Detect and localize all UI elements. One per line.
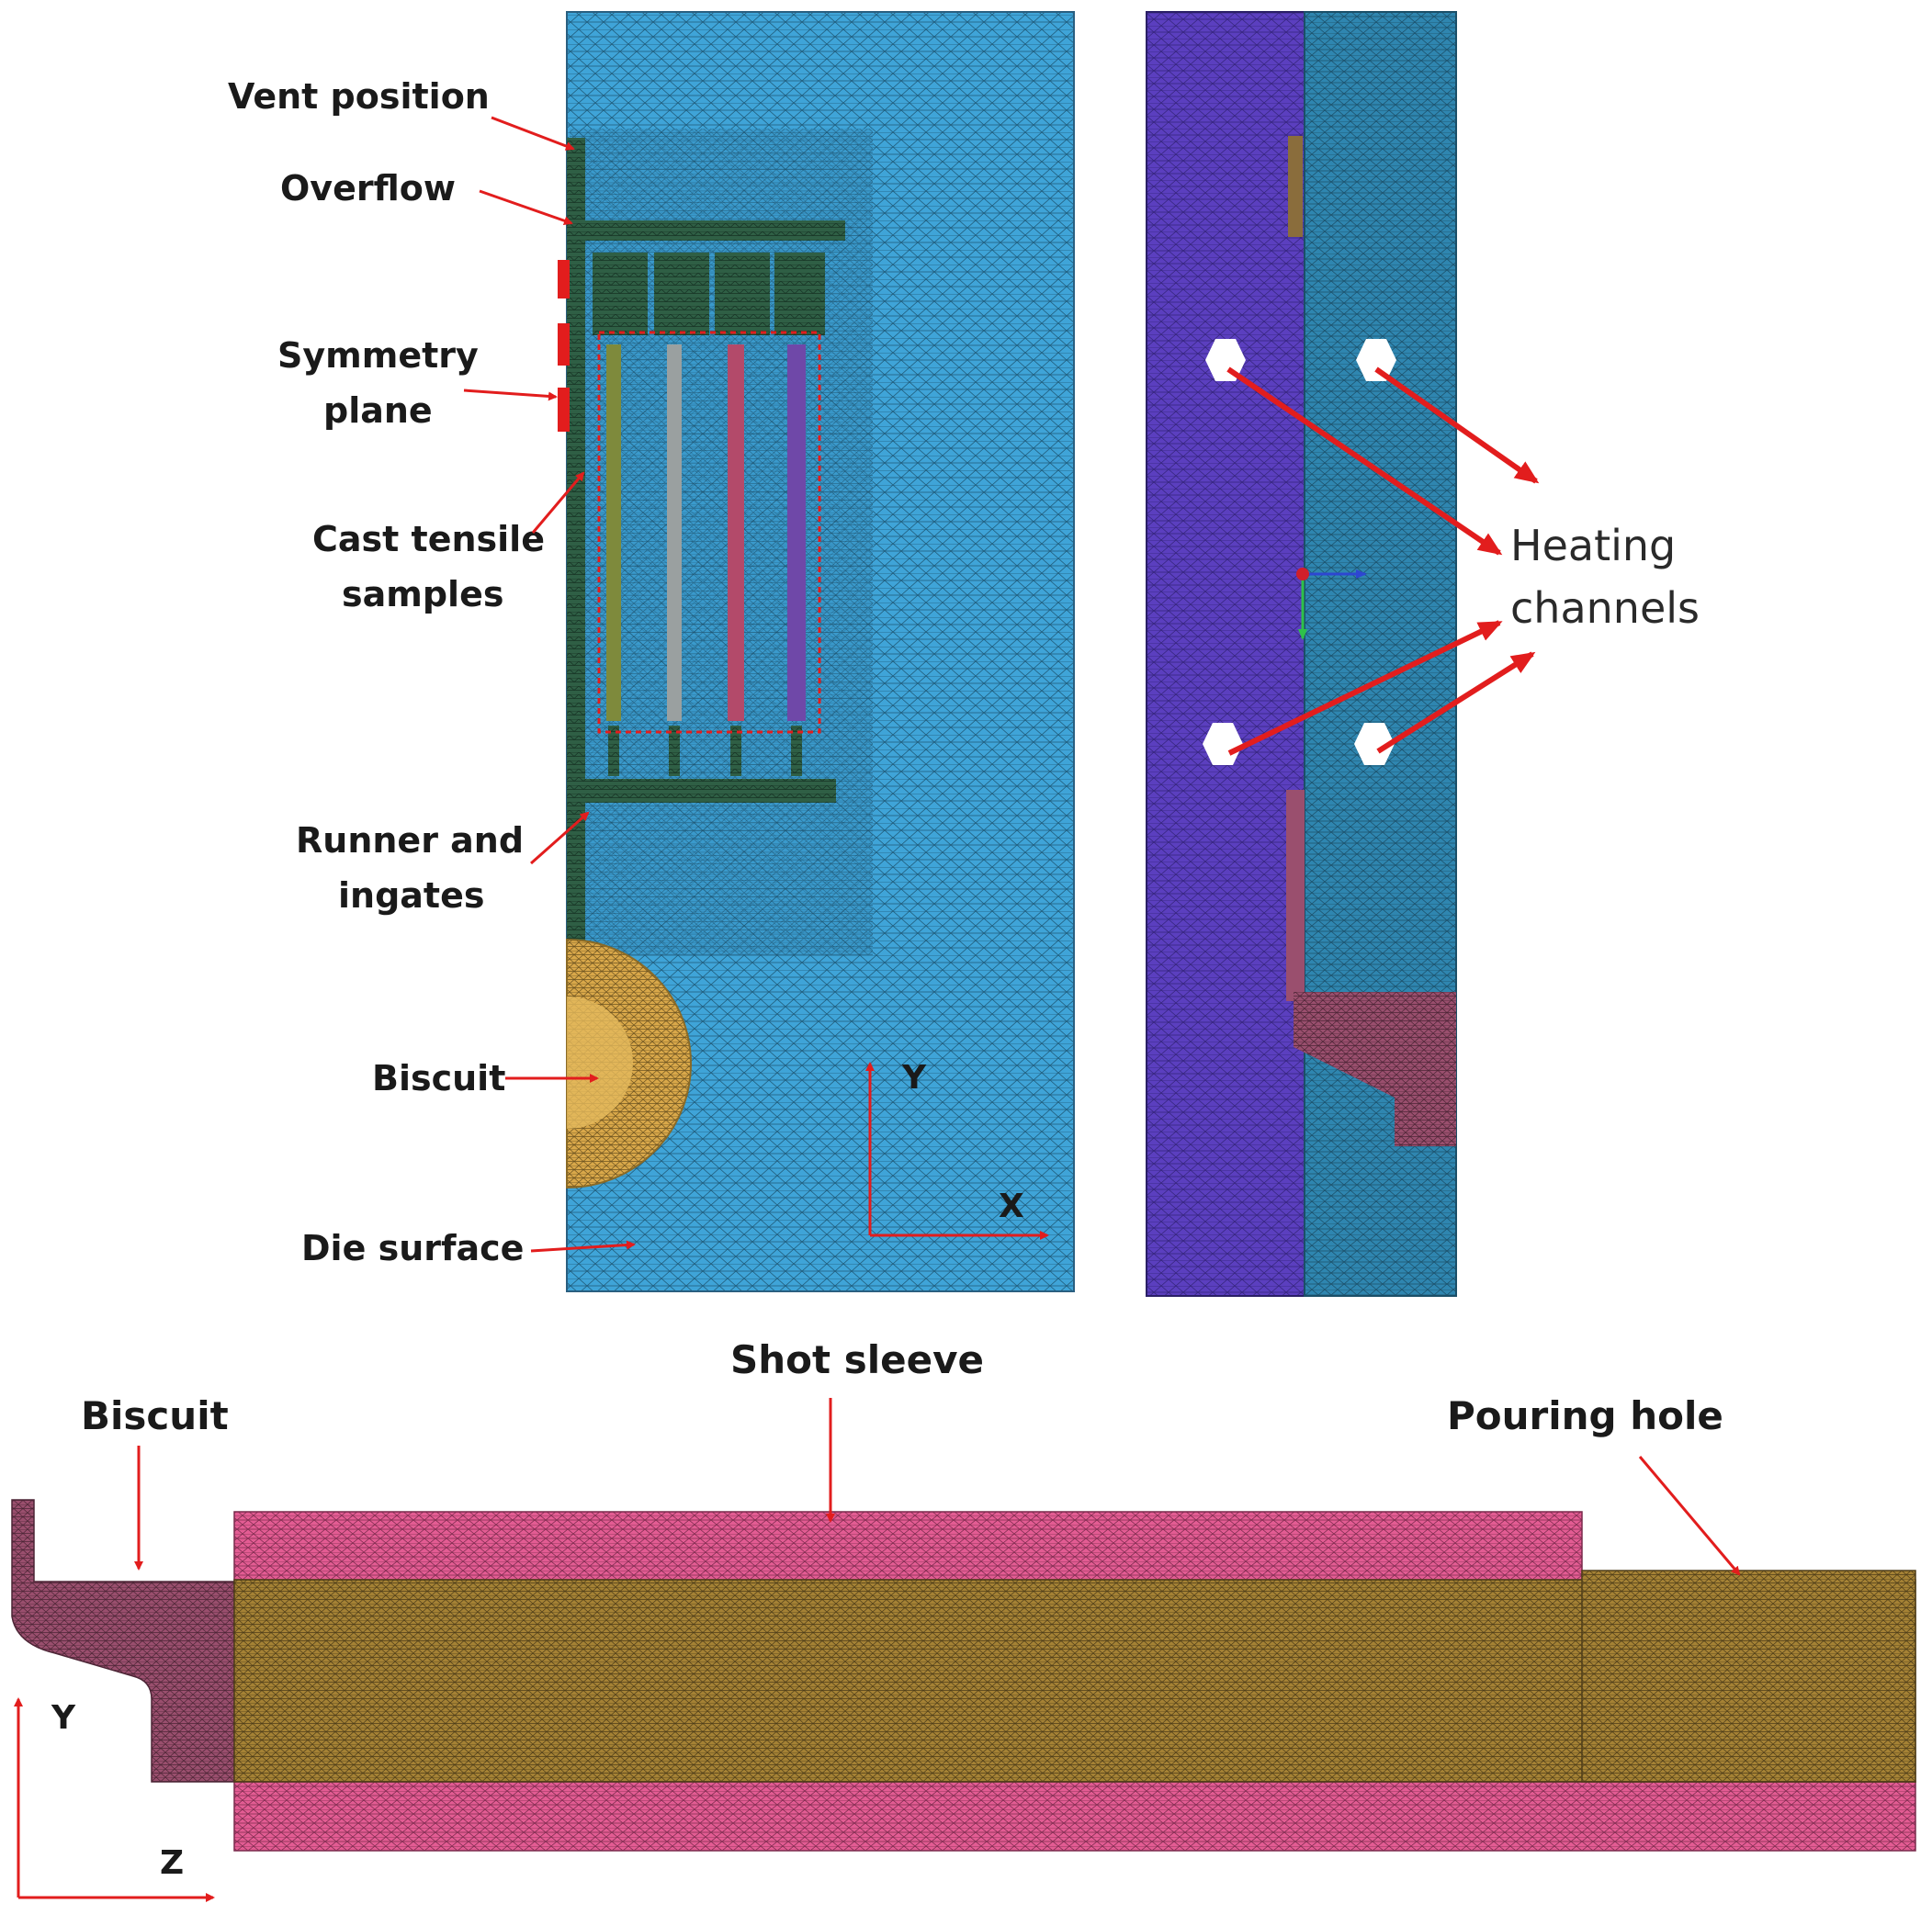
runner-slot	[1286, 790, 1305, 1001]
axis-z-bottom-label: Z	[160, 1844, 184, 1882]
label-die-surface: Die surface	[301, 1228, 524, 1268]
label-biscuit-top: Biscuit	[372, 1058, 505, 1098]
pouring-hole	[1581, 1570, 1916, 1783]
label-runner-1: Runner and	[296, 820, 524, 861]
shot-sleeve-lower-wall	[233, 1781, 1916, 1852]
sample-feeder	[669, 726, 680, 776]
heating-channel-hexagon-icon	[1356, 339, 1396, 381]
shot-sleeve-upper-wall	[233, 1511, 1583, 1581]
biscuit-section	[1294, 992, 1456, 1146]
heating-arrow-icon	[1374, 366, 1540, 484]
sample-feeder	[608, 726, 619, 776]
heating-arrow-icon	[1226, 366, 1503, 556]
label-shot-sleeve: Shot sleeve	[730, 1337, 984, 1382]
label-pouring-hole: Pouring hole	[1447, 1393, 1723, 1438]
overflow-pocket	[654, 253, 709, 335]
overflow-pocket	[715, 253, 770, 335]
symmetry-plane-marker	[558, 388, 570, 432]
pouring-hole-arrow-icon	[1638, 1456, 1741, 1576]
runner-bar	[570, 779, 836, 803]
label-cast-tensile-1: Cast tensile	[312, 519, 545, 559]
symmetry-plane-arrow-icon	[463, 389, 558, 401]
heating-arrow-icon	[1227, 620, 1503, 756]
vent-slot	[1288, 136, 1303, 237]
tensile-sample-3	[728, 344, 744, 721]
label-overflow: Overflow	[280, 168, 456, 208]
die-surface-panel: Y X	[558, 11, 1075, 1292]
samples-highlight-box	[597, 331, 821, 734]
tensile-sample-1	[606, 344, 621, 721]
symmetry-plane-marker	[558, 260, 570, 298]
sample-feeder	[730, 726, 741, 776]
label-runner-2: ingates	[338, 875, 484, 916]
label-vent-position: Vent position	[228, 76, 490, 117]
moving-die-half	[1146, 11, 1305, 1297]
tensile-sample-2	[667, 344, 682, 721]
overflow-pocket	[593, 253, 648, 335]
symmetry-plane-marker	[558, 323, 570, 366]
overflow-arrow-icon	[479, 189, 573, 226]
heating-channel-hexagon-icon	[1203, 723, 1243, 765]
label-heating-1: Heating	[1510, 521, 1676, 570]
label-heating-2: channels	[1510, 583, 1700, 633]
label-symmetry-plane-1: Symmetry	[277, 335, 479, 376]
biscuit-core	[567, 997, 633, 1129]
shot-sleeve-panel: Y Z	[11, 1499, 1916, 1902]
die-side-panel	[1146, 11, 1457, 1297]
die-surface-arrow-icon	[530, 1240, 636, 1253]
vent-runner	[567, 138, 585, 946]
heating-arrow-icon	[1376, 651, 1536, 754]
tensile-sample-4	[787, 344, 806, 721]
local-origin-icon	[1296, 568, 1309, 580]
sample-feeder	[791, 726, 802, 776]
label-cast-tensile-2: samples	[342, 574, 503, 614]
vent-position-arrow-icon	[491, 116, 575, 151]
cast-tensile-arrow-icon	[531, 471, 585, 534]
label-symmetry-plane-2: plane	[323, 390, 433, 431]
overflow-bar	[570, 220, 845, 241]
label-biscuit-bottom: Biscuit	[81, 1393, 229, 1438]
heating-channel-hexagon-icon	[1205, 339, 1246, 381]
biscuit-side-profile	[11, 1499, 235, 1783]
axis-x-label: X	[999, 1188, 1024, 1225]
heating-channel-hexagon-icon	[1354, 723, 1395, 765]
runner-arrow-icon	[530, 811, 590, 865]
overflow-pocket	[774, 253, 825, 335]
axis-y-bottom-label: Y	[51, 1699, 76, 1737]
axis-y-label: Y	[901, 1059, 927, 1097]
